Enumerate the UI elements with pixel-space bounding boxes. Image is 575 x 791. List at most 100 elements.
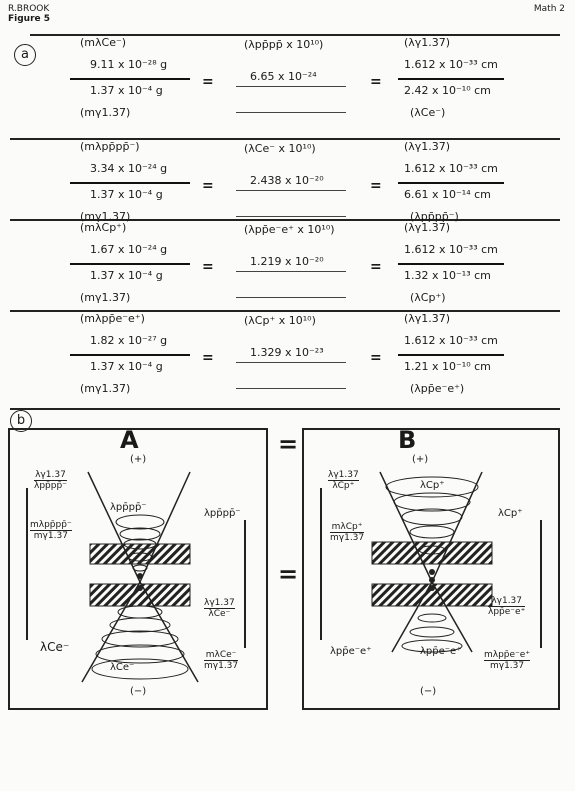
mass-denominator: 1.37 x 10⁻⁴ g: [90, 360, 163, 373]
mass-denominator: 1.37 x 10⁻⁴ g: [90, 269, 163, 282]
wavelength-denominator: 6.61 x 10⁻¹⁴ cm: [404, 188, 491, 201]
panel-a-left-mid-ratio: mλpp̄pp̄⁻ mγ1.37: [30, 520, 72, 541]
equals-sign: =: [202, 350, 214, 366]
mid-symbol: (λpp̄e⁻e⁺ x 10¹⁰): [244, 223, 335, 236]
mid-underline: [236, 190, 346, 191]
panel-a-cone-top-label: λpp̄pp̄⁻: [110, 502, 147, 513]
panel-b-left-mid-ratio: mλCp⁺ mγ1.37: [330, 522, 365, 543]
wavelength-ref-symbol: (λCe⁻): [410, 106, 446, 119]
mid-underline: [236, 271, 346, 272]
equals-sign: =: [370, 350, 382, 366]
mass-symbol: (mλpp̄e⁻e⁺): [80, 312, 145, 325]
panel-a-right-bottom-ratio: mλCe⁻ mγ1.37: [204, 650, 239, 671]
mid-underline-lower: [236, 388, 346, 389]
panel-a-cone-bottom-label: λCe⁻: [110, 662, 135, 673]
top-rule: [30, 34, 560, 36]
mid-underline: [236, 362, 346, 363]
panel-a: [8, 428, 268, 710]
wavelength-fraction-bar: [398, 78, 504, 80]
page-number: Math 2: [533, 4, 565, 14]
mass-denominator: 1.37 x 10⁻⁴ g: [90, 188, 163, 201]
panel-b: [302, 428, 560, 710]
wavelength-symbol: (λγ1.37): [404, 312, 451, 325]
wavelength-fraction-bar: [398, 263, 504, 265]
panel-b-left-bracket: [320, 488, 322, 640]
wavelength-ref-symbol: (λpp̄e⁻e⁺): [410, 382, 465, 395]
wavelength-ref-symbol: (λpp̄pp̄⁻): [410, 210, 459, 223]
wavelength-denominator: 1.32 x 10⁻¹³ cm: [404, 269, 491, 282]
panel-b-cone-diagram: [371, 471, 493, 653]
equals-sign: =: [370, 259, 382, 275]
row-divider: [10, 138, 560, 140]
equals-sign: =: [370, 178, 382, 194]
mid-symbol: (λCe⁻ x 10¹⁰): [244, 142, 316, 155]
row-divider: [10, 408, 560, 410]
mass-fraction-bar: [70, 78, 190, 80]
panel-b-right-mid-ratio: λγ1.37 λpp̄e⁻e⁺: [488, 596, 526, 617]
panel-b-title: B: [398, 426, 417, 454]
mass-ref-symbol: (mγ1.37): [80, 106, 131, 119]
mid-underline: [236, 86, 346, 87]
wavelength-denominator: 1.21 x 10⁻¹⁰ cm: [404, 360, 491, 373]
wavelength-symbol: (λγ1.37): [404, 140, 451, 153]
mid-value: 1.219 x 10⁻²⁰: [250, 255, 324, 268]
wavelength-denominator: 2.42 x 10⁻¹⁰ cm: [404, 84, 491, 97]
mid-value: 2.438 x 10⁻²⁰: [250, 174, 324, 187]
mid-value: 1.329 x 10⁻²³: [250, 346, 324, 359]
panel-b-right-bottom-ratio: mλpp̄e⁻e⁺ mγ1.37: [484, 650, 531, 671]
mass-fraction-bar: [70, 182, 190, 184]
wavelength-symbol: (λγ1.37): [404, 221, 451, 234]
mass-symbol: (mλCp⁺): [80, 221, 127, 234]
author-name: R.BROOK Figure 5: [8, 4, 51, 24]
panel-a-bottom-sign: (−): [130, 686, 147, 697]
mass-symbol: (mλCe⁻): [80, 36, 127, 49]
panel-a-right-mid-ratio: λγ1.37 λCe⁻: [204, 598, 235, 619]
mass-numerator: 1.67 x 10⁻²⁴ g: [90, 243, 168, 256]
panel-b-bottom-sign: (−): [420, 686, 437, 697]
row-divider: [10, 219, 560, 221]
equals-sign: =: [370, 74, 382, 90]
mid-underline-lower: [236, 297, 346, 298]
equals-sign: =: [202, 259, 214, 275]
mid-symbol: (λCp⁺ x 10¹⁰): [244, 314, 316, 327]
panel-a-right-bracket: [244, 520, 246, 648]
panel-a-left-bracket: [26, 488, 28, 640]
panel-equals-top: =: [278, 430, 299, 458]
panel-b-left-bottom: λpp̄e⁻e⁺: [330, 646, 372, 657]
mass-numerator: 3.34 x 10⁻²⁴ g: [90, 162, 168, 175]
panel-a-left-bottom: λCe⁻: [40, 640, 70, 654]
wavelength-numerator: 1.612 x 10⁻³³ cm: [404, 334, 498, 347]
panel-equals-mid: =: [278, 560, 299, 588]
panel-b-left-top-ratio: λγ1.37 λCp⁺: [328, 470, 359, 491]
panel-a-title: A: [120, 426, 139, 454]
panel-b-right-bracket: [540, 520, 542, 648]
wavelength-symbol: (λγ1.37): [404, 36, 451, 49]
equals-sign: =: [202, 178, 214, 194]
panel-a-right-top: λpp̄pp̄⁻: [204, 508, 241, 519]
mass-ref-symbol: (mγ1.37): [80, 291, 131, 304]
mid-symbol: (λpp̄pp̄ x 10¹⁰): [244, 38, 324, 51]
panel-a-top-sign: (+): [130, 454, 147, 465]
panel-b-cone-top-label: λCp⁺: [420, 480, 445, 491]
mid-value: 6.65 x 10⁻²⁴: [250, 70, 317, 83]
panel-b-top-sign: (+): [412, 454, 429, 465]
mass-ref-symbol: (mγ1.37): [80, 210, 131, 223]
equals-sign: =: [202, 74, 214, 90]
part-b-label: b: [10, 410, 32, 432]
mass-symbol: (mλpp̄pp̄⁻): [80, 140, 140, 153]
panel-a-cone-diagram: [81, 471, 199, 683]
mass-fraction-bar: [70, 263, 190, 265]
wavelength-numerator: 1.612 x 10⁻³³ cm: [404, 243, 498, 256]
wavelength-fraction-bar: [398, 354, 504, 356]
panel-b-cone-bottom-label: λpp̄e⁻e⁺: [420, 646, 462, 657]
row-divider: [10, 310, 560, 312]
mass-fraction-bar: [70, 354, 190, 356]
panel-b-right-top: λCp⁺: [498, 508, 523, 519]
mass-ref-symbol: (mγ1.37): [80, 382, 131, 395]
part-a-label: a: [14, 44, 36, 66]
wavelength-numerator: 1.612 x 10⁻³³ cm: [404, 162, 498, 175]
panel-a-left-top-ratio: λγ1.37 λpp̄pp̄⁻: [34, 470, 67, 491]
wavelength-numerator: 1.612 x 10⁻³³ cm: [404, 58, 498, 71]
mid-underline-lower: [236, 112, 346, 113]
mid-underline-lower: [236, 216, 346, 217]
